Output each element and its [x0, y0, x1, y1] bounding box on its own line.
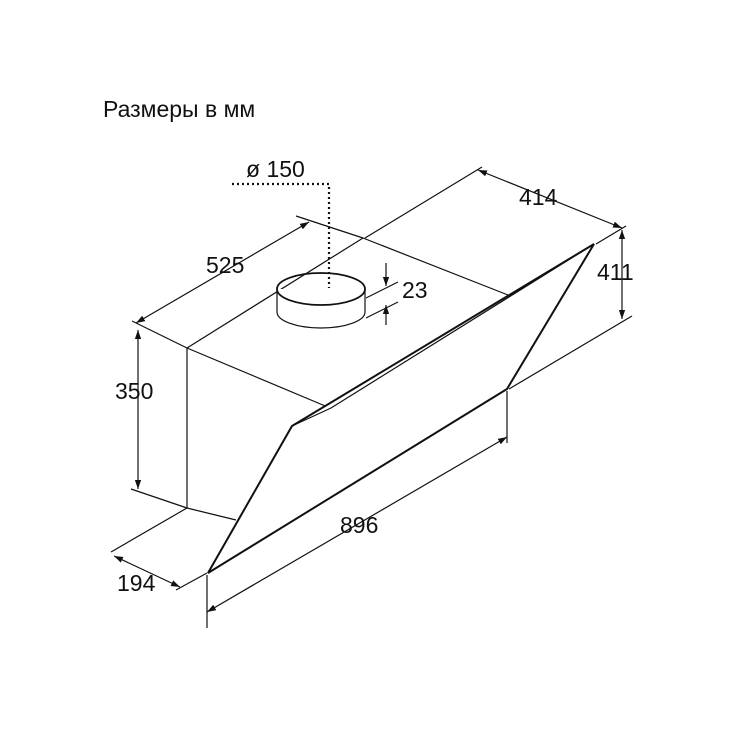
- duct-collar: [276, 272, 366, 329]
- dim-body-height: 350: [115, 330, 188, 509]
- dim-body-height-label: 350: [115, 378, 153, 404]
- glass-panel: [207, 243, 595, 574]
- dim-glass-height-label: 411: [597, 259, 634, 285]
- dim-width-label: 896: [340, 512, 378, 538]
- dimensions: ø 150 414 411 525 23: [110, 156, 634, 628]
- dim-glass-height: 411: [508, 230, 634, 390]
- dim-body-depth: 525: [131, 215, 364, 349]
- dim-duct-diameter-label: ø 150: [246, 156, 305, 182]
- page-title: Размеры в мм: [103, 96, 256, 122]
- dim-depth-top: 414: [364, 166, 627, 245]
- dim-duct-height: 23: [365, 263, 428, 325]
- dim-bottom-depth: 194: [110, 507, 208, 596]
- dim-body-depth-label: 525: [206, 252, 244, 278]
- dim-width: 896: [206, 391, 508, 628]
- dim-depth-top-label: 414: [519, 184, 558, 210]
- dim-duct-height-label: 23: [402, 277, 428, 303]
- dim-duct-diameter: ø 150: [232, 156, 331, 288]
- dim-bottom-depth-label: 194: [117, 570, 156, 596]
